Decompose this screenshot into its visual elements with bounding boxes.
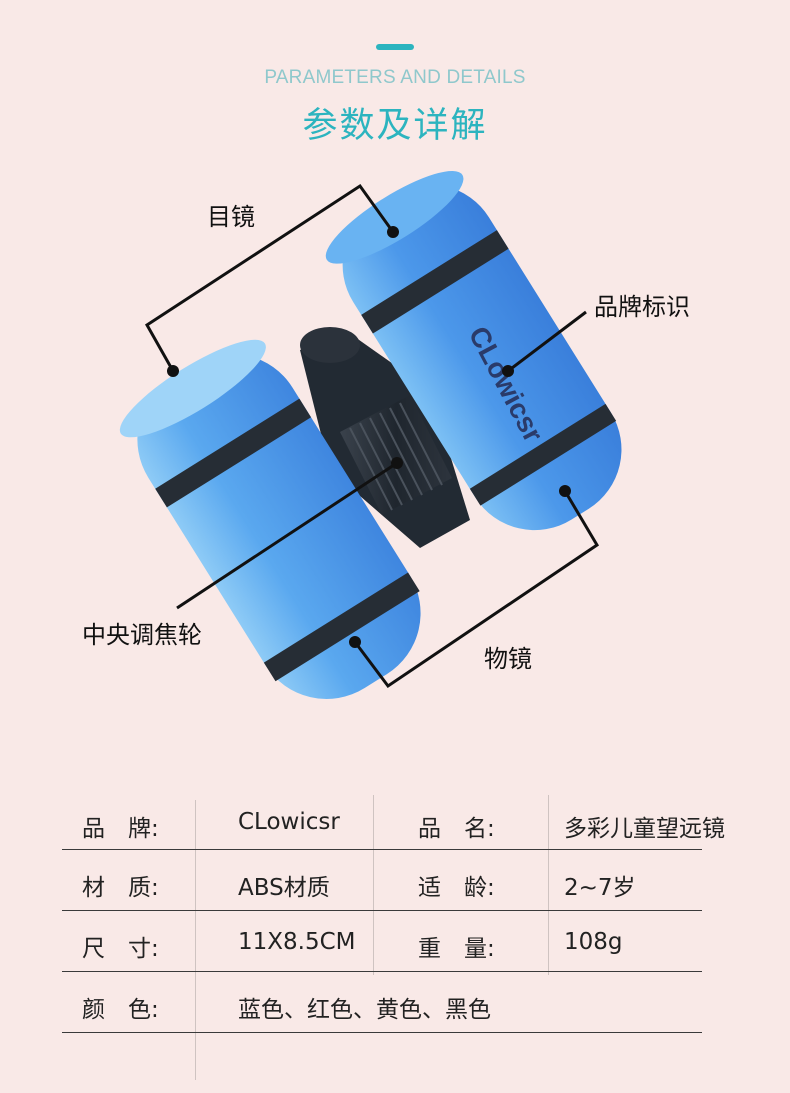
table-row: 颜 色: 蓝色、红色、黄色、黑色 bbox=[62, 972, 702, 1033]
spec-value: 108g bbox=[564, 929, 623, 955]
table-divider-1 bbox=[195, 800, 196, 1080]
spec-label: 品 名: bbox=[418, 816, 495, 842]
spec-label: 颜 色: bbox=[82, 997, 159, 1023]
binoculars-illustration: CLowicsr bbox=[119, 171, 622, 699]
spec-value: 蓝色、红色、黄色、黑色 bbox=[238, 997, 491, 1023]
spec-value: 2~7岁 bbox=[564, 875, 636, 901]
focus-wheel bbox=[340, 395, 452, 515]
page-subtitle: PARAMETERS AND DETAILS bbox=[264, 67, 526, 88]
spec-label: 材 质: bbox=[82, 875, 159, 901]
spec-value: ABS材质 bbox=[238, 875, 330, 901]
table-divider-2 bbox=[373, 795, 374, 975]
callout-focus-wheel: 中央调焦轮 bbox=[82, 621, 202, 649]
spec-table: 品 牌: CLowicsr 品 名: 多彩儿童望远镜 材 质: ABS材质 适 … bbox=[62, 795, 725, 1033]
callout-brand-mark: 品牌标识 bbox=[594, 293, 690, 321]
table-row: 品 牌: CLowicsr 品 名: 多彩儿童望远镜 bbox=[62, 795, 725, 850]
page-title: 参数及详解 bbox=[302, 106, 488, 146]
spec-label: 重 量: bbox=[418, 936, 495, 962]
callout-dots bbox=[167, 226, 571, 648]
callout-objective: 物镜 bbox=[484, 645, 532, 673]
spec-label: 适 龄: bbox=[418, 875, 495, 901]
spec-value: 11X8.5CM bbox=[238, 929, 356, 955]
spec-value: CLowicsr bbox=[238, 809, 340, 835]
table-divider-3 bbox=[548, 795, 549, 975]
spec-value: 多彩儿童望远镜 bbox=[564, 816, 725, 842]
table-row: 材 质: ABS材质 适 龄: 2~7岁 bbox=[62, 850, 702, 911]
spec-label: 尺 寸: bbox=[82, 936, 159, 962]
table-row: 尺 寸: 11X8.5CM 重 量: 108g bbox=[62, 911, 702, 972]
spec-label: 品 牌: bbox=[82, 816, 159, 842]
header-accent-bar bbox=[376, 44, 414, 50]
right-barrel bbox=[325, 171, 622, 531]
callout-lines bbox=[145, 183, 600, 689]
left-barrel bbox=[119, 339, 421, 699]
callout-eyepiece: 目镜 bbox=[207, 203, 255, 231]
